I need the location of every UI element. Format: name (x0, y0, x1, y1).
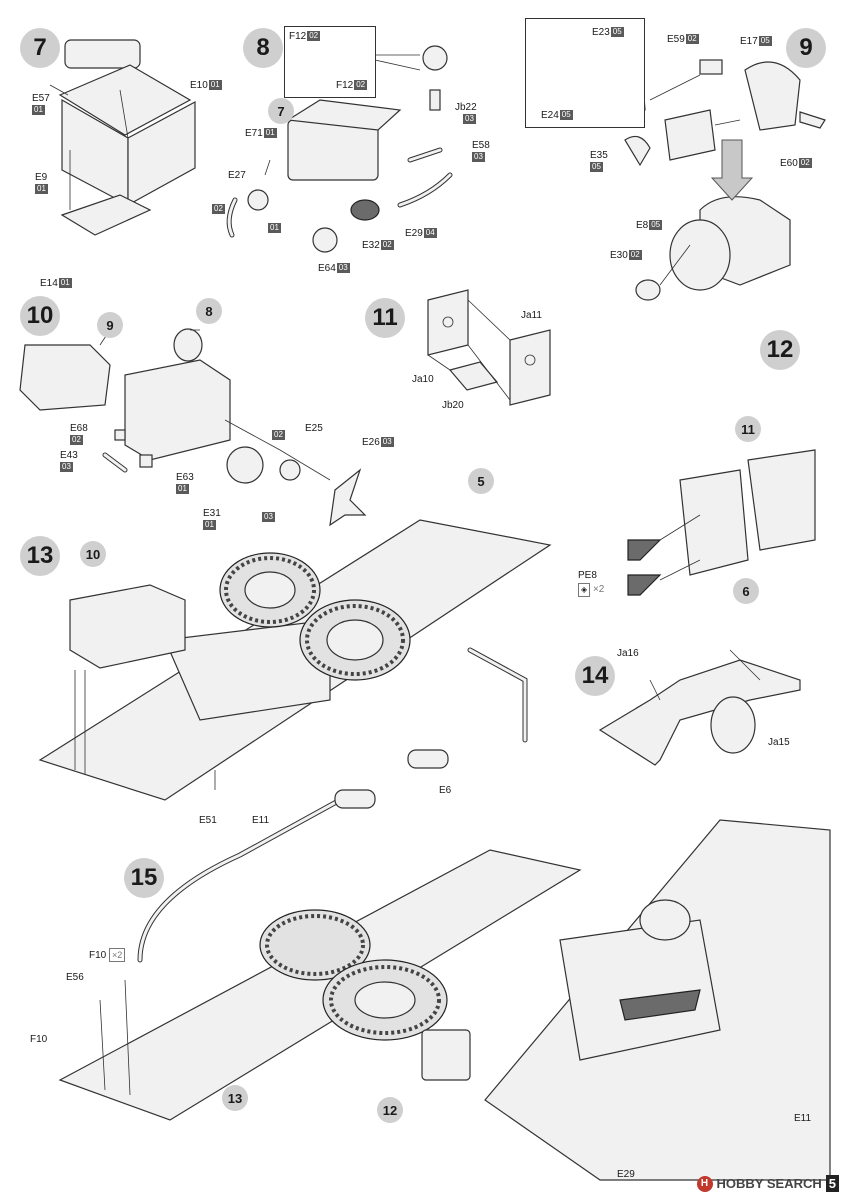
step7-engine-block-drawing (49, 39, 196, 236)
page-number: 5 (825, 1175, 839, 1192)
step-8-number: 8 (243, 28, 283, 68)
step-15-number: 15 (124, 858, 164, 898)
subassembly-ref-6: 6 (733, 578, 759, 604)
step-14-number: 14 (575, 656, 615, 696)
part-label: F10 ×2 (89, 948, 126, 962)
step-10-number: 10 (20, 296, 60, 336)
step-12-number: 12 (760, 330, 800, 370)
part-label: ◈ ×2 (578, 583, 604, 597)
part-label: Ja10 (412, 374, 434, 385)
step10-engine-transmission-drawing (19, 328, 367, 527)
subassembly-ref-8: 8 (196, 298, 222, 324)
step-7-number: 7 (20, 28, 60, 68)
part-label: 01 (268, 223, 281, 233)
step-13-number: 13 (20, 536, 60, 576)
subassembly-ref-7: 7 (268, 98, 294, 124)
part-label: E25 (305, 423, 323, 434)
part-label: Ja11 (521, 310, 542, 321)
step11-bracket-drawing (427, 289, 551, 406)
step14-axle-drawing (598, 649, 801, 766)
part-label: 02 (272, 430, 285, 440)
part-label: Ja16 (617, 648, 639, 659)
subassembly-ref-9: 9 (97, 312, 123, 338)
part-label: 03 (262, 512, 275, 522)
hobby-search-watermark: H HOBBY SEARCH 5 (696, 1175, 839, 1192)
part-label: Ja15 (768, 737, 790, 748)
part-label: 02 (212, 204, 225, 214)
hobby-search-logo-icon: H (696, 1175, 713, 1192)
part-label: Jb20 (442, 400, 464, 411)
part-label: E27 (228, 170, 246, 181)
part-label: E6 (439, 785, 452, 796)
subassembly-ref-5: 5 (468, 468, 494, 494)
part-label: E56 (66, 972, 84, 983)
part-label: E11 (794, 1113, 812, 1124)
step15-chassis-drawing (58, 789, 831, 1181)
step12-jerrycan-bracket-drawing (627, 449, 816, 596)
part-label: F10 (30, 1034, 48, 1045)
subassembly-ref-10: 10 (80, 541, 106, 567)
step13-chassis-drawing (38, 519, 552, 801)
part-label: E11 (252, 815, 270, 826)
subassembly-ref-13: 13 (222, 1085, 248, 1111)
part-label: E29 (617, 1169, 635, 1180)
subassembly-ref-12: 12 (377, 1097, 403, 1123)
step-11-number: 11 (365, 298, 405, 338)
watermark-brand: HOBBY SEARCH (716, 1176, 822, 1191)
part-label: PE8 (578, 570, 597, 581)
step-9-number: 9 (786, 28, 826, 68)
subassembly-ref-11: 11 (735, 416, 761, 442)
step9-inset-frame (525, 18, 645, 128)
part-label: E51 (199, 815, 217, 826)
